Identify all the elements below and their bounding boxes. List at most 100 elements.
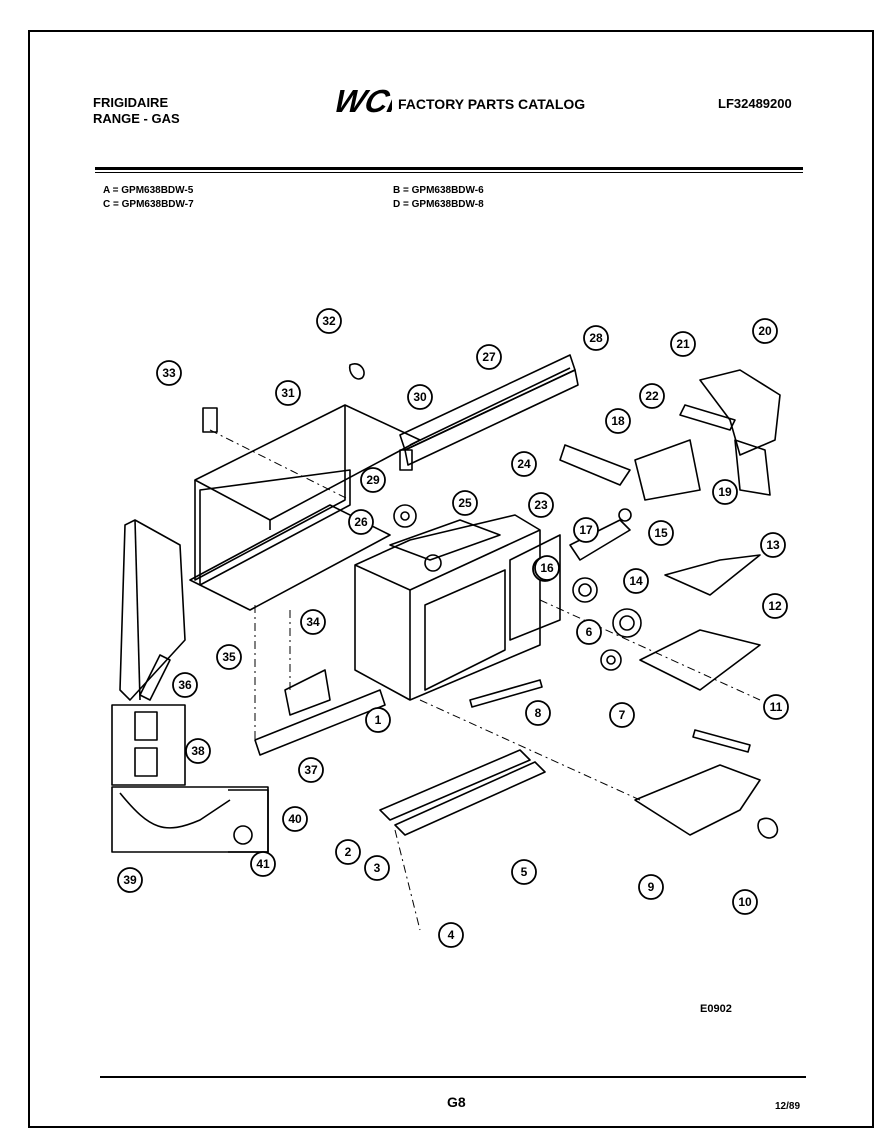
- brand-name: FRIGIDAIRE: [93, 95, 169, 110]
- callout-group: 1234567891011121314151616171819202122232…: [117, 308, 789, 948]
- page-frame: [28, 30, 874, 1128]
- wci-logo: WCI: [331, 83, 392, 118]
- callout-bubble: [712, 479, 738, 505]
- callout-bubble: [117, 867, 143, 893]
- callout-bubble: [438, 922, 464, 948]
- callout-bubble: [609, 702, 635, 728]
- callout-number: 4: [448, 928, 455, 942]
- catalog-title: FACTORY PARTS CATALOG: [398, 96, 586, 112]
- callout-bubble: [583, 325, 609, 351]
- wci-logo-text: WCI: [331, 83, 392, 118]
- callout-bubble: [298, 757, 324, 783]
- callout-number: 16: [540, 561, 554, 575]
- callout-bubble: [528, 492, 554, 518]
- callout-number: 9: [648, 880, 655, 894]
- model-a: A = GPM638BDW-5: [103, 185, 194, 196]
- callout-bubble: [623, 568, 649, 594]
- callout-number: 25: [458, 496, 472, 510]
- callout-bubble: [638, 874, 664, 900]
- callout-number: 11: [770, 700, 783, 714]
- callout-number: 10: [738, 895, 752, 909]
- callout-bubble: [732, 889, 758, 915]
- callout-number: 23: [534, 498, 548, 512]
- callout-bubble: [275, 380, 301, 406]
- revision-date: 12/89: [775, 1101, 801, 1112]
- brand-block: FRIGIDAIRE RANGE - GAS: [93, 95, 180, 127]
- callout-bubble: [511, 451, 537, 477]
- callout-number: 32: [322, 314, 336, 328]
- callout-number: 30: [413, 390, 427, 404]
- callout-number: 18: [611, 414, 625, 428]
- callout-bubble: [172, 672, 198, 698]
- callout-number: 36: [178, 678, 192, 692]
- callout-number: 6: [586, 625, 593, 639]
- callout-bubble: [639, 383, 665, 409]
- footer-rule: [100, 1076, 806, 1078]
- callout-bubble: [348, 509, 374, 535]
- callout-number: 24: [517, 457, 531, 471]
- model-c: C = GPM638BDW-7: [103, 199, 194, 210]
- callout-bubble: [534, 555, 560, 581]
- callout-bubble: [648, 520, 674, 546]
- header-rule-thin: [95, 172, 803, 173]
- callout-number: 27: [482, 350, 496, 364]
- callout-number: 7: [619, 708, 626, 722]
- callout-bubble: [335, 839, 361, 865]
- callout-bubble: [216, 644, 242, 670]
- catalog-number: LF32489200: [718, 96, 792, 111]
- callout-bubble: [573, 517, 599, 543]
- callout-number: 20: [758, 324, 772, 338]
- callout-bubble: [760, 532, 786, 558]
- callout-number: 35: [222, 650, 236, 664]
- callout-number: 33: [162, 366, 176, 380]
- callout-number: 8: [535, 706, 542, 720]
- callout-bubble: [316, 308, 342, 334]
- callout-bubble: [185, 738, 211, 764]
- callout-bubble: [605, 408, 631, 434]
- callout-bubble: [156, 360, 182, 386]
- callout-bubble: [511, 859, 537, 885]
- model-b: B = GPM638BDW-6: [393, 185, 484, 196]
- callout-number: 5: [521, 865, 528, 879]
- callout-bubble: [576, 619, 602, 645]
- callout-number: 38: [191, 744, 205, 758]
- callout-number: 34: [306, 615, 320, 629]
- callout-number: 40: [288, 812, 302, 826]
- callout-bubble: [476, 344, 502, 370]
- callout-number: 19: [718, 485, 732, 499]
- callout-number: 15: [654, 526, 668, 540]
- diagram-code: E0902: [700, 1003, 732, 1015]
- callout-number: 2: [345, 845, 352, 859]
- callout-bubble: [365, 707, 391, 733]
- part-drawings: [111, 354, 781, 853]
- header-rule: [95, 167, 803, 170]
- callout-number: 26: [354, 515, 368, 529]
- callout-bubble: [763, 694, 789, 720]
- callout-number: 17: [579, 523, 593, 537]
- callout-number: 14: [629, 574, 643, 588]
- callout-bubble: [752, 318, 778, 344]
- callout-number: 31: [281, 386, 295, 400]
- callout-number: 22: [645, 389, 659, 403]
- callout-bubble: [525, 700, 551, 726]
- callout-bubble: [762, 593, 788, 619]
- callout-bubble: [250, 851, 276, 877]
- callout-number: 13: [766, 538, 780, 552]
- callout-bubble: [360, 467, 386, 493]
- callout-number: 3: [374, 861, 381, 875]
- callout-number: 29: [366, 473, 380, 487]
- callout-number: 12: [768, 599, 782, 613]
- callout-number: 21: [676, 337, 690, 351]
- callout-bubble: [364, 855, 390, 881]
- model-d: D = GPM638BDW-8: [393, 199, 484, 210]
- product-type: RANGE - GAS: [93, 111, 180, 126]
- callout-number: 1: [375, 713, 382, 727]
- callout-bubble: [452, 490, 478, 516]
- callout-number: 39: [123, 873, 137, 887]
- page-number: G8: [447, 1094, 466, 1110]
- callout-bubble: [407, 384, 433, 410]
- callout-number: 28: [589, 331, 603, 345]
- callout-number: 41: [256, 857, 270, 871]
